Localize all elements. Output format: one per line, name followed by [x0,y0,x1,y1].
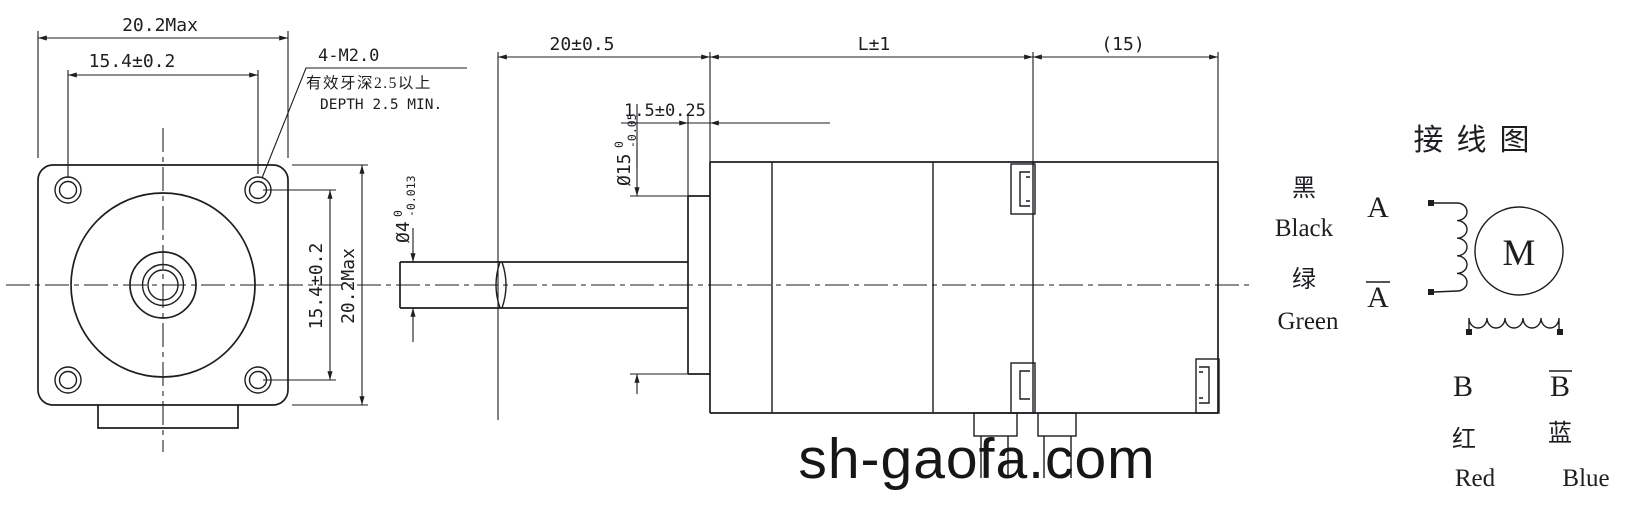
lead-a-bar-en: Green [1277,308,1339,335]
pilot-circle [70,192,256,378]
motor-label: M [1503,233,1536,274]
motor-circle [1474,206,1564,296]
dim-front-height: 20.2Max [292,164,368,406]
dim-front-height-text: 20.2Max [338,248,359,324]
dim-shaft-length-text: 20±0.5 [549,34,614,55]
watermark-text: sh-gaofa.com [798,427,1155,491]
wiring-title: 接线图 [1414,124,1543,157]
dim-pilot-dia-upper-tol: 0 [612,141,626,148]
dim-shaft-dia-nominal: Ø4 [393,221,414,243]
lead-b-bar-cn: 蓝 [1548,420,1572,447]
phase-b-label: B [1453,370,1473,403]
dim-front-hole-spacing-h: 15.4±0.2 [67,51,259,178]
dim-body-length: L±1 [710,34,1033,60]
motor-leads [980,436,1072,478]
bolt-holes [54,176,272,394]
motor-body [709,161,1219,414]
shaft-step [495,261,507,309]
phase-a-bar-label: A [1367,281,1389,314]
pilot-boss [687,195,710,375]
dim-pilot-height-text: 1.5±0.25 [624,101,706,121]
wiring-diagram: 接线图 黑 Black A 绿 A Green M B B 红 蓝 Red B [1275,124,1610,492]
dim-front-width-text: 20.2Max [122,15,198,36]
dim-shaft-length: 20±0.5 [498,34,710,60]
phase-b-bar-label: B [1550,370,1570,403]
dim-front-hole-spacing-v-text: 15.4±0.2 [306,243,327,330]
lead-a-bar-cn: 绿 [1292,266,1316,293]
bottom-tab [97,405,239,429]
dim-front-width: 20.2Max [37,15,289,158]
flange-outline [37,164,289,406]
centerlines [6,128,1252,452]
dim-shaft-dia: Ø4 0 -0.013 [391,175,418,342]
dim-front-hole-spacing-v: 15.4±0.2 [263,189,336,381]
shaft-circle [147,269,179,301]
dim-pilot-dia-nominal: Ø15 [614,153,635,186]
hub-circle [129,251,197,319]
thread-note-line2: 有效牙深2.5以上 [306,74,432,92]
lead-a-cn: 黑 [1292,176,1316,202]
shaft-boss-circle [141,263,185,307]
phase-b-coil [1466,317,1563,335]
thread-note: 4-M2.0 有效牙深2.5以上 DEPTH 2.5 MIN. [261,46,467,179]
connector-clip-top [1010,163,1036,215]
dim-front-hole-spacing-h-text: 15.4±0.2 [89,51,176,72]
wire-exit-blocks [973,412,1077,478]
dim-pilot-dia-lower-tol: -0.05 [625,113,639,148]
connector-clip-bottom [1010,362,1036,414]
lead-a-en: Black [1275,215,1334,242]
phase-a-coil [1428,200,1468,295]
shaft [399,261,688,309]
dim-pilot-height: 1.5±0.25 [621,101,830,196]
body-section-lines [771,162,1034,413]
dim-shaft-dia-lower-tol: -0.013 [404,175,418,217]
lead-b-en: Red [1455,465,1496,492]
dim-rear-length-text: (15) [1101,34,1144,55]
dim-shaft-dia-upper-tol: 0 [391,210,405,217]
front-view: 20.2Max 15.4±0.2 15.4±0.2 20.2Max 4-M2.0… [37,15,467,429]
dim-pilot-dia: Ø15 0 -0.05 [612,104,640,394]
thread-note-line1: 4-M2.0 [318,46,379,66]
side-view: 20±0.5 L±1 (15) 1.5±0.25 Ø4 0 -0.013 [391,34,1220,478]
phase-a-label: A [1367,191,1389,224]
lead-b-cn: 红 [1452,426,1476,453]
dim-rear-length: (15) [1033,34,1218,60]
lead-b-bar-en: Blue [1562,465,1609,492]
dim-body-length-text: L±1 [858,34,891,55]
thread-note-line3: DEPTH 2.5 MIN. [320,97,442,113]
connector-clip-rear [1195,358,1220,414]
